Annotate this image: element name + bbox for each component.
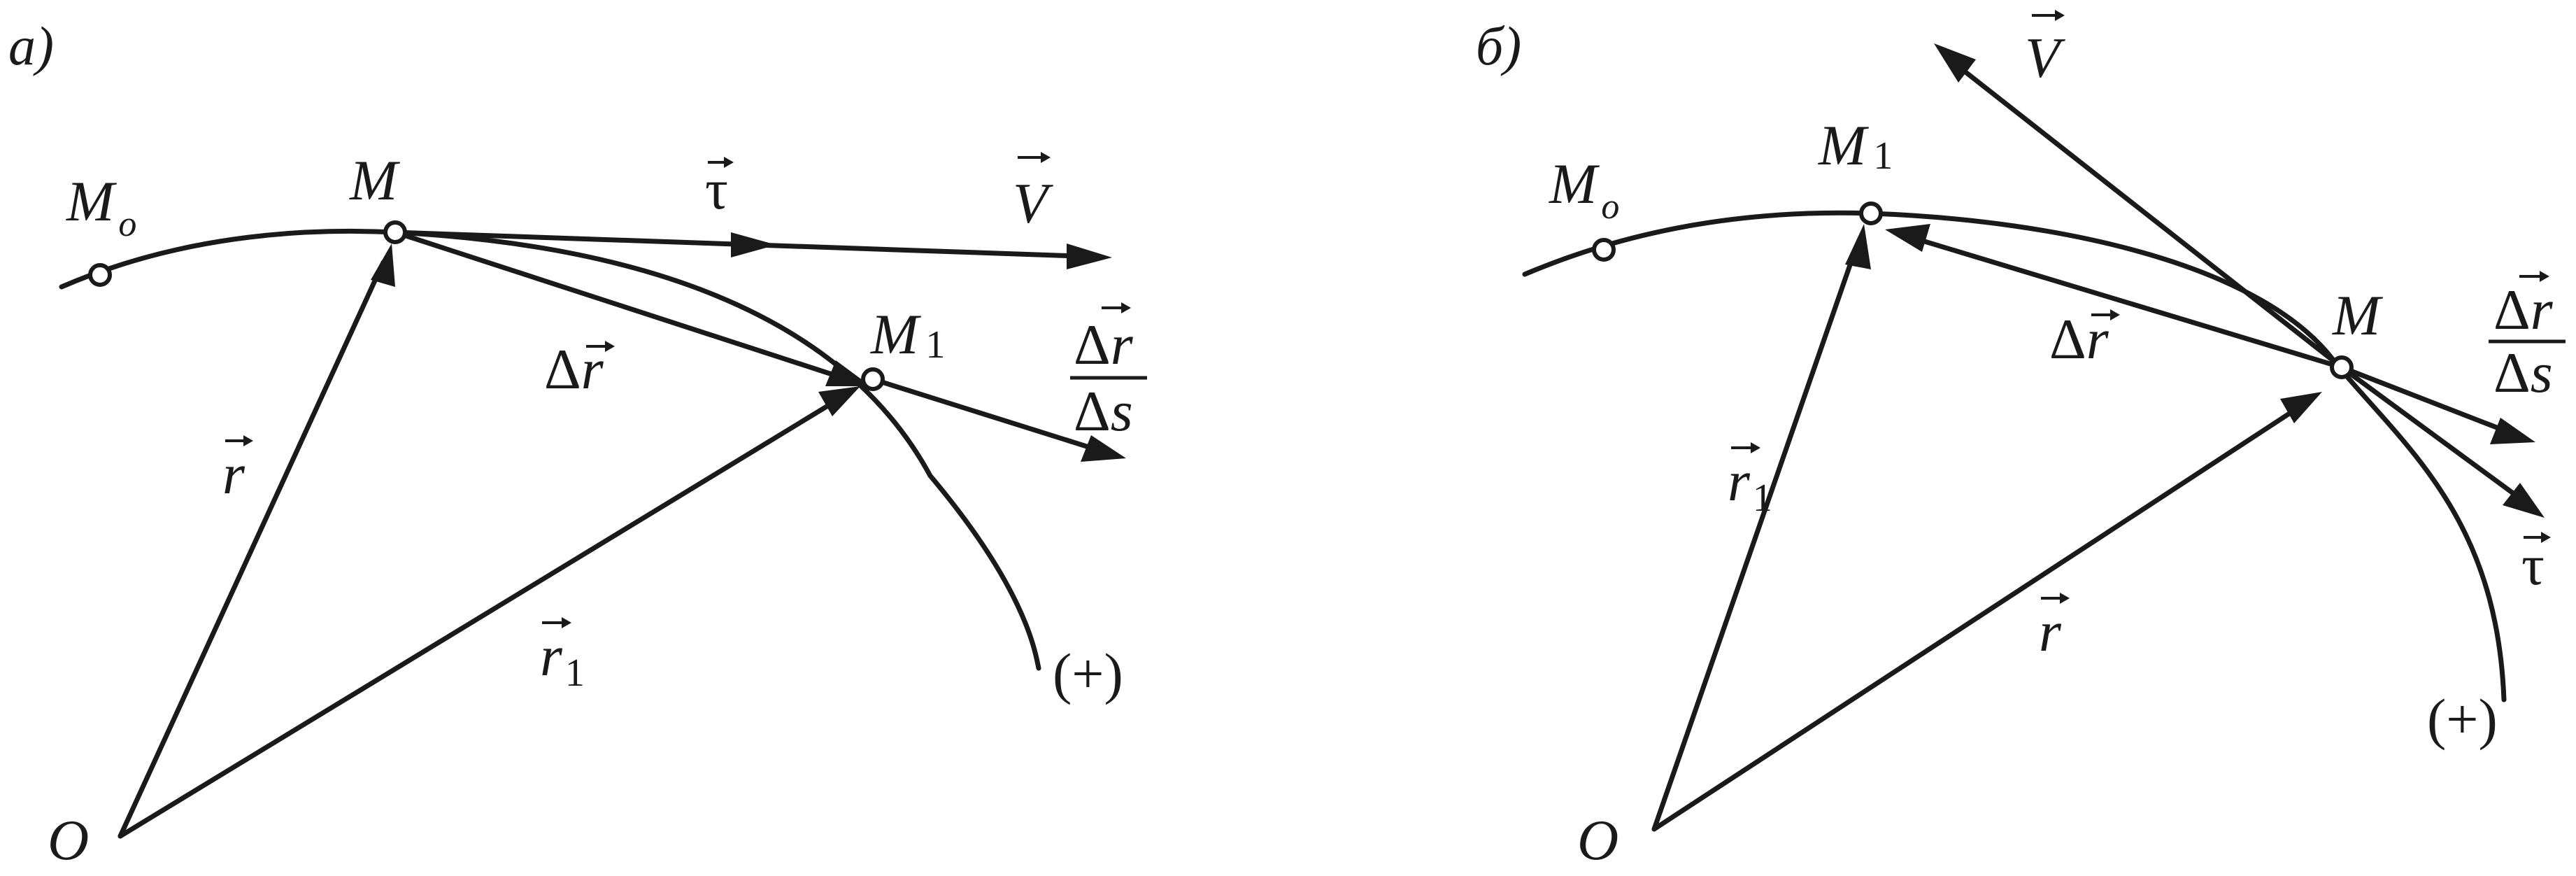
svg-text:V: V — [2025, 26, 2065, 90]
label-dr-ds-fraction-b: Δr Δs Δs — [0, 0, 2566, 404]
delta-r-vector-b — [1910, 235, 2344, 370]
svg-text:Δr: Δr — [544, 337, 604, 401]
r-vector-a — [118, 260, 386, 839]
label-r1-b: r1 — [1728, 442, 1772, 520]
label-v-a: V — [1013, 152, 1053, 235]
svg-text:V: V — [1013, 171, 1053, 235]
direction-plus-a: (+) — [1053, 642, 1123, 705]
svg-text:Δr: Δr — [1074, 313, 1134, 376]
label-v-b: V — [2025, 10, 2065, 90]
point-m-b — [2330, 355, 2354, 379]
svg-text:r: r — [2039, 600, 2062, 663]
label-tau-a: τ — [705, 157, 734, 221]
dr-ds-arrowhead-b — [2490, 418, 2535, 444]
tau-arrowhead-b — [2503, 483, 2545, 518]
v-arrowhead-a — [1067, 243, 1112, 269]
r-arrowhead-a — [371, 243, 395, 287]
label-dr-ds-fraction-a: Δr Δs Δs — [0, 0, 1147, 443]
r-arrowhead-b — [2280, 392, 2322, 423]
delta-r-arrowhead-a — [825, 360, 871, 386]
dr-ds-vector-a — [870, 376, 1094, 451]
point-m-a — [383, 220, 407, 244]
svg-text:τ: τ — [705, 157, 728, 221]
svg-text:r: r — [222, 442, 245, 506]
point-mo-a — [88, 263, 112, 287]
svg-text:r1: r1 — [1728, 449, 1772, 520]
delta-r-arrowhead-b — [1885, 224, 1930, 252]
trajectory-b — [1522, 210, 2507, 702]
r1-vector-a — [118, 396, 842, 839]
label-o-b: O — [1577, 808, 1618, 872]
svg-text:τ: τ — [2521, 533, 2545, 597]
dr-ds-vector-b — [2339, 365, 2507, 433]
frac-den-a-hidden: Δs — [0, 0, 1, 1]
r-vector-b — [1651, 403, 2304, 832]
svg-text:Δr: Δr — [2493, 278, 2554, 341]
point-m1-b — [1859, 202, 1883, 225]
panel-label-a: a) — [8, 15, 54, 76]
label-delta-r-b: Δr — [2049, 307, 2120, 371]
label-delta-r-a: Δr — [544, 337, 615, 401]
v-arrowhead-b — [1934, 43, 1976, 83]
label-o-a: O — [48, 808, 89, 872]
r1-arrowhead-b — [1845, 224, 1871, 269]
point-mo-b — [1592, 238, 1616, 262]
svg-text:r1: r1 — [540, 624, 585, 695]
r1-vector-b — [1651, 242, 1860, 832]
dr-ds-arrowhead-a — [1081, 435, 1126, 462]
label-r-b: r — [2039, 593, 2070, 663]
panel-label-b: б) — [1476, 15, 1521, 76]
delta-r-vector-a — [392, 229, 846, 381]
label-r1-a: r1 — [540, 617, 585, 695]
svg-text:Δr: Δr — [2049, 307, 2109, 371]
trajectory-a — [59, 228, 1041, 671]
label-r-a: r — [222, 435, 253, 506]
tau-vector-b — [2339, 365, 2521, 500]
v-vector-b — [1956, 64, 2344, 370]
frac-den-b-hidden: Δs — [0, 0, 1, 1]
svg-text:Δs: Δs — [2493, 341, 2553, 404]
svg-text:Δs: Δs — [1074, 379, 1133, 443]
point-m1-a — [861, 367, 885, 391]
direction-plus-b: (+) — [2427, 687, 2498, 751]
label-m-a: M — [349, 148, 401, 212]
r1-arrowhead-a — [818, 386, 860, 416]
label-tau-b: τ — [2521, 532, 2551, 597]
tau-arrowhead-a — [731, 232, 776, 257]
label-m-b: M — [2332, 283, 2384, 347]
